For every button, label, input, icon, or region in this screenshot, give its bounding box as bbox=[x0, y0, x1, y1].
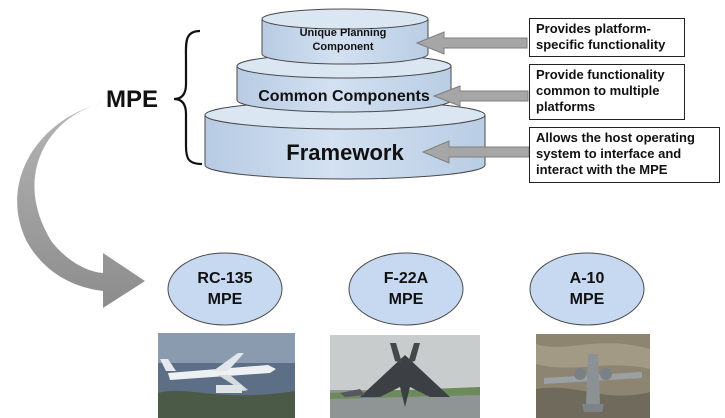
curved-arrow-to-platforms bbox=[17, 103, 145, 308]
arrow-to-unique-planning bbox=[415, 31, 528, 55]
tier-unique-planning: Unique Planning Component bbox=[261, 8, 429, 65]
tier-framework: Framework bbox=[204, 100, 486, 180]
description-unique-planning-line1: Provides platform- bbox=[536, 21, 651, 36]
description-unique-planning: Provides platform- specific functionalit… bbox=[529, 18, 685, 57]
platform-rc-135-name: RC-135 bbox=[197, 270, 252, 287]
f-22a-photo-art bbox=[330, 335, 480, 418]
tier-unique-planning-label-line1: Unique Planning bbox=[300, 27, 387, 39]
tier-unique-planning-label-line2: Component bbox=[312, 41, 373, 53]
f-22a-aircraft-photo bbox=[330, 335, 480, 418]
platform-rc-135: RC-135 MPE bbox=[167, 252, 283, 326]
platform-rc-135-mpe: MPE bbox=[208, 291, 243, 308]
description-common-components-line1: Provide functionality bbox=[536, 67, 665, 82]
description-common-components: Provide functionality common to multiple… bbox=[529, 64, 685, 120]
rc-135-aircraft-photo bbox=[158, 333, 295, 418]
platform-f-22a-mpe: MPE bbox=[389, 291, 424, 308]
platform-a-10-mpe: MPE bbox=[570, 291, 605, 308]
description-common-components-line2: common to multiple bbox=[536, 83, 660, 98]
description-common-components-line3: platforms bbox=[536, 99, 596, 114]
a-10-aircraft-photo bbox=[536, 334, 650, 418]
description-framework-line3: interact with the MPE bbox=[536, 162, 668, 177]
platform-f-22a-name: F-22A bbox=[384, 270, 429, 287]
a-10-photo-art bbox=[536, 334, 650, 418]
description-framework: Allows the host operating system to inte… bbox=[529, 127, 720, 183]
tier-common-components-label: Common Components bbox=[258, 88, 430, 105]
platform-f-22a: F-22A MPE bbox=[348, 252, 464, 326]
description-unique-planning-line2: specific functionality bbox=[536, 37, 666, 52]
platform-a-10: A-10 MPE bbox=[529, 252, 645, 326]
description-framework-line2: system to interface and bbox=[536, 146, 682, 161]
tier-framework-label: Framework bbox=[286, 140, 404, 165]
arrow-to-common-components bbox=[432, 85, 529, 107]
description-framework-line1: Allows the host operating bbox=[536, 130, 695, 145]
mpe-brace bbox=[173, 29, 203, 166]
pointer-arrows bbox=[415, 31, 530, 164]
mpe-label: MPE bbox=[106, 86, 158, 113]
rc-135-photo-art bbox=[158, 333, 295, 418]
platform-a-10-name: A-10 bbox=[570, 270, 605, 287]
